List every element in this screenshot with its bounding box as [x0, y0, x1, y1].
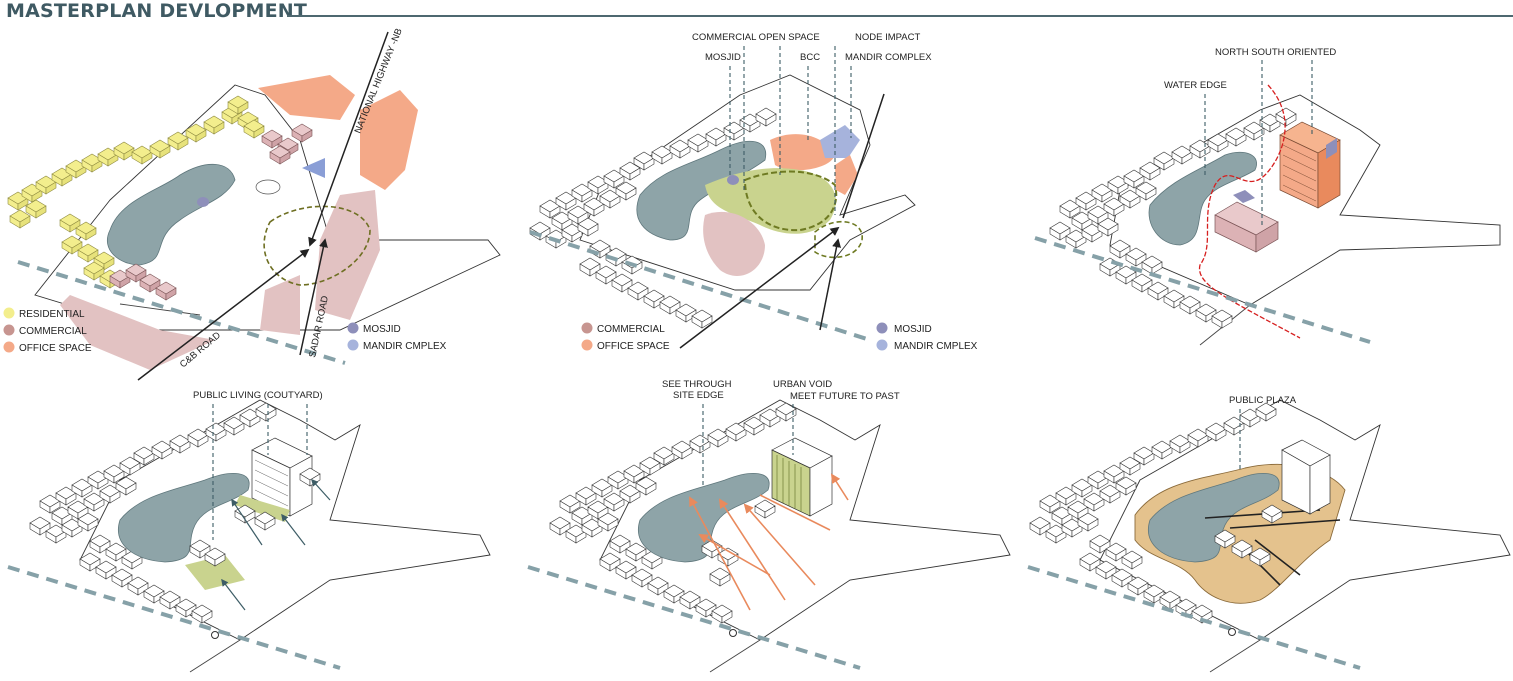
legend-item: MOSJID: [363, 324, 401, 335]
header: MASTERPLAN DEVLOPMENT: [0, 0, 1513, 26]
mosjid-shape: [727, 175, 739, 185]
label-see-through: SEE THROUGH: [662, 379, 732, 390]
label-water-edge: WATER EDGE: [1164, 80, 1227, 91]
plot-marker: [255, 179, 281, 195]
flow-arrow: [231, 498, 263, 546]
mandir-complex-shape: [302, 158, 325, 178]
flow-arrow: [281, 513, 306, 546]
panel-5-see-through: SEE THROUGH SITE EDGE URBAN VOID MEET FU…: [527, 379, 1011, 673]
legend-item: RESIDENTIAL: [19, 309, 85, 320]
node-marker: [729, 629, 737, 637]
title-rule: [287, 15, 1513, 17]
callouts: COMMERCIAL OPEN SPACE NODE IMPACT MOSJID…: [692, 32, 932, 215]
lake: [118, 473, 250, 563]
legend-item: OFFICE SPACE: [597, 341, 670, 352]
label-public-living: PUBLIC LIVING (COUTYARD): [193, 390, 323, 401]
page-title: MASTERPLAN DEVLOPMENT: [6, 0, 308, 22]
water-edge-line: [1198, 84, 1301, 339]
urban-void-tower: [771, 437, 833, 517]
office-space-zone: [770, 134, 835, 171]
legend-swatch-mosjid: [876, 322, 888, 334]
sadar-road-arrow: [299, 238, 328, 356]
legend-left: RESIDENTIAL COMMERCIAL OFFICE SPACE: [3, 307, 92, 354]
label-public-plaza: PUBLIC PLAZA: [1229, 395, 1297, 406]
office-space-zone: [258, 75, 355, 120]
rail-edge: [7, 565, 341, 670]
national-highway-line: [842, 93, 885, 219]
commercial-zone: [703, 211, 765, 276]
panel-6-public-plaza: PUBLIC PLAZA: [1027, 395, 1511, 673]
tower-building: [1279, 121, 1341, 209]
legend-item: OFFICE SPACE: [19, 343, 92, 354]
legend-swatch-office: [3, 341, 15, 353]
flow-arrow: [311, 478, 331, 501]
node-marker: [211, 631, 219, 639]
commercial-open-space: [705, 168, 836, 234]
sightline-arrows: [689, 473, 849, 611]
label-site-edge: SITE EDGE: [673, 390, 724, 401]
cb-road-arrow: [679, 226, 840, 349]
plaza-buildings: [1214, 439, 1331, 567]
road-line: [189, 639, 241, 673]
courtyard-zone: [235, 495, 290, 522]
legend-item: MANDIR CMPLEX: [363, 341, 447, 352]
node-boundary: [814, 220, 863, 259]
legend-swatch-residential: [3, 307, 15, 319]
commercial-zone: [260, 275, 300, 335]
national-highway-arrow: [308, 31, 389, 247]
legend-swatch-mandir: [347, 339, 359, 351]
panel-2-open-space: COMMERCIAL OPEN SPACE NODE IMPACT MOSJID…: [529, 32, 978, 352]
mosjid-shape: [197, 197, 209, 207]
office-space-zone: [360, 90, 418, 190]
node-marker: [1228, 628, 1236, 636]
label-meet-future: MEET FUTURE TO PAST: [790, 391, 900, 402]
panel-3-orientation: NORTH SOUTH ORIENTED WATER EDGE: [1034, 47, 1501, 346]
label-urban-void: URBAN VOID: [773, 379, 832, 390]
road-line: [709, 639, 761, 673]
legend-item: COMMERCIAL: [597, 324, 665, 335]
legend-swatch-commercial: [3, 324, 15, 336]
label-node-impact: NODE IMPACT: [855, 32, 920, 43]
road-line: [1209, 639, 1261, 673]
legend-right: MOSJID MANDIR CMPLEX: [347, 322, 447, 352]
courtyard-zone: [185, 555, 245, 590]
label-mandir-complex: MANDIR COMPLEX: [845, 52, 932, 63]
office-space-zone: [835, 155, 858, 195]
label-bcc: BCC: [800, 52, 820, 63]
open-space-boundary: [743, 170, 838, 232]
rail-edge: [17, 260, 346, 365]
label-mosjid: MOSJID: [705, 52, 741, 63]
panel-1-land-use: NATIONAL HIGHWAY -NB C&B ROAD SADAR ROAD…: [3, 27, 501, 381]
label-north-south: NORTH SOUTH ORIENTED: [1215, 47, 1336, 58]
panel-4-public-living: PUBLIC LIVING (COUTYARD): [7, 390, 491, 673]
slab-building: [1214, 190, 1279, 253]
legend-swatch-mandir: [876, 339, 888, 351]
legend-left: COMMERCIAL OFFICE SPACE: [581, 322, 670, 352]
legend-swatch-mosjid: [347, 322, 359, 334]
legend-item: MOSJID: [894, 324, 932, 335]
mandir-complex-zone: [820, 125, 860, 158]
rail-edge: [1027, 565, 1361, 670]
legend-item: COMMERCIAL: [19, 326, 87, 337]
sadar-road-arrow: [819, 238, 842, 331]
cb-road-arrow: [137, 248, 310, 381]
legend-item: MANDIR CMPLEX: [894, 341, 978, 352]
rail-edge: [527, 565, 861, 670]
commercial-zone: [315, 190, 380, 320]
legend-swatch-office: [581, 339, 593, 351]
flow-arrow: [221, 578, 246, 611]
legend-swatch-commercial: [581, 322, 593, 334]
road-line: [119, 303, 201, 316]
lake: [638, 473, 770, 563]
legend-right: MOSJID MANDIR CMPLEX: [876, 322, 978, 352]
label-commercial-open-space: COMMERCIAL OPEN SPACE: [692, 32, 820, 43]
